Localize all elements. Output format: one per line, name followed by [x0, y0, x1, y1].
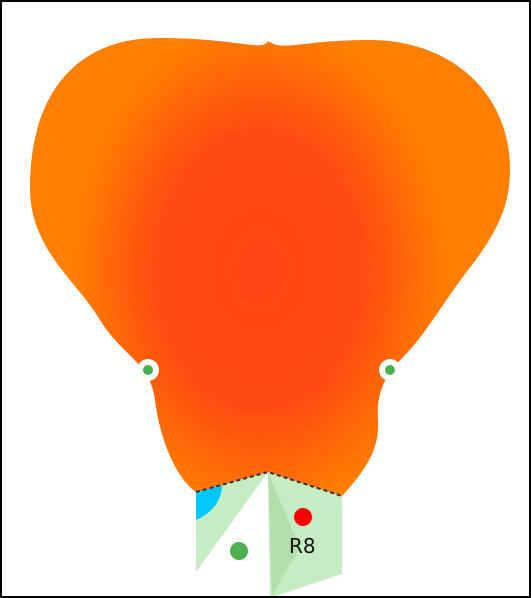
right-side-marker — [379, 359, 401, 381]
petal-shape — [30, 38, 510, 496]
region-label: R8 — [289, 534, 316, 558]
green-dot-marker — [230, 542, 248, 560]
left-side-marker — [137, 359, 159, 381]
red-dot-marker — [294, 508, 312, 526]
